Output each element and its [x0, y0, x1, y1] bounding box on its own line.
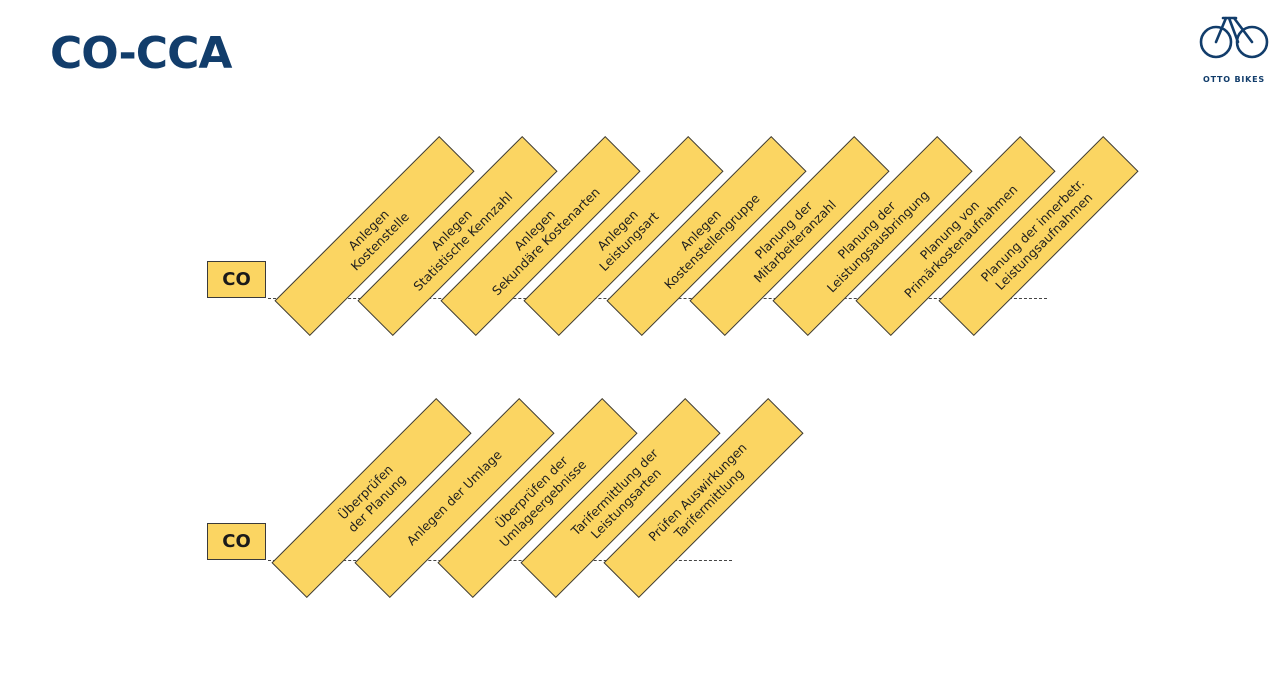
- module-label: CO: [207, 523, 266, 560]
- brand-name: OTTO BIKES: [1203, 75, 1265, 84]
- page-title: CO-CCA: [50, 28, 232, 79]
- module-label: CO: [207, 261, 266, 298]
- bicycle-icon: [1199, 16, 1269, 59]
